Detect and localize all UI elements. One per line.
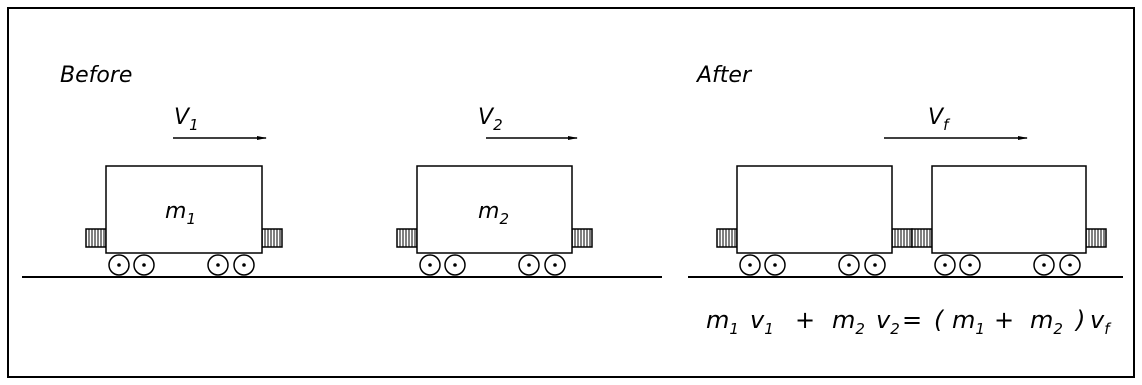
eq-term-m2: m2: [832, 306, 865, 338]
eq-equals: =: [902, 306, 922, 334]
cart-2-after-wheel-3: [1033, 254, 1055, 276]
cart-1-before-wheel-1: [108, 254, 130, 276]
cart-2-before-wheel-1: [419, 254, 441, 276]
cart-1-after-wheel-4: [864, 254, 886, 276]
cart-2-after-wheel-4: [1059, 254, 1081, 276]
cart-2-before-wheel-4-hub: [553, 263, 557, 267]
cart-1-after-wheel-1-hub: [748, 263, 752, 267]
eq-term-v2: v2: [876, 306, 900, 338]
eq-open-paren: (: [934, 306, 945, 334]
mass-label-1: m1: [165, 199, 196, 228]
cart-2-after-wheel-2-hub: [968, 263, 972, 267]
cart-1-after-wheel-2-hub: [773, 263, 777, 267]
after-heading: After: [695, 63, 753, 88]
velocity-label-final: Vf: [928, 105, 951, 134]
cart-2-after-coupler-left: [911, 228, 933, 248]
cart-1-after-coupler-right: [891, 228, 913, 248]
cart-1-after-body: [736, 165, 893, 254]
eq-rhs-plus: +: [994, 306, 1014, 334]
cart-2-after: [911, 165, 1107, 276]
cart-2-before-coupler-left: [396, 228, 418, 248]
eq-term-rhs-m1: m1: [952, 306, 985, 338]
cart-1-before-wheel-2-hub: [142, 263, 146, 267]
diagram-frame: [7, 7, 1135, 378]
cart-1-before-body: [105, 165, 263, 254]
before-heading: Before: [60, 63, 132, 88]
cart-2-after-wheel-2: [959, 254, 981, 276]
cart-1-after: [716, 165, 913, 276]
mass-label-2: m2: [478, 199, 509, 228]
cart-1-after-wheel-1: [739, 254, 761, 276]
cart-1-before-wheel-3: [207, 254, 229, 276]
eq-term-vf: vf: [1090, 306, 1112, 338]
cart-1-before-wheel-4: [233, 254, 255, 276]
eq-plus: +: [795, 306, 815, 334]
cart-2-before-wheel-2-hub: [453, 263, 457, 267]
cart-2-after-wheel-3-hub: [1042, 263, 1046, 267]
cart-1-before-wheel-1-hub: [117, 263, 121, 267]
cart-2-after-wheel-4-hub: [1068, 263, 1072, 267]
cart-2-before-wheel-3: [518, 254, 540, 276]
cart-2-after-body: [931, 165, 1087, 254]
cart-2-before-wheel-3-hub: [527, 263, 531, 267]
eq-term-m1: m1: [706, 306, 739, 338]
cart-2-after-wheel-1-hub: [943, 263, 947, 267]
cart-2-after-wheel-1: [934, 254, 956, 276]
cart-1-before-coupler-left: [85, 228, 107, 248]
cart-1-after-wheel-2: [764, 254, 786, 276]
cart-1-before: [85, 165, 283, 276]
cart-2-before-wheel-4: [544, 254, 566, 276]
eq-term-rhs-m2: m2: [1030, 306, 1063, 338]
cart-1-after-wheel-3-hub: [847, 263, 851, 267]
cart-2-after-coupler-right: [1085, 228, 1107, 248]
cart-2-before-wheel-1-hub: [428, 263, 432, 267]
cart-2-before: [396, 165, 593, 276]
momentum-equation: m1 v1 + m2 v2 = ( m1 + m2 ) vf: [706, 306, 1112, 338]
cart-2-before-wheel-2: [444, 254, 466, 276]
eq-term-v1: v1: [750, 306, 774, 338]
velocity-label-2: V2: [478, 105, 503, 134]
eq-close-paren: ): [1074, 306, 1085, 334]
cart-1-before-coupler-right: [261, 228, 283, 248]
cart-1-after-wheel-3: [838, 254, 860, 276]
cart-2-before-coupler-right: [571, 228, 593, 248]
cart-1-before-wheel-4-hub: [242, 263, 246, 267]
cart-1-before-wheel-2: [133, 254, 155, 276]
cart-2-before-body: [416, 165, 573, 254]
cart-1-before-wheel-3-hub: [216, 263, 220, 267]
velocity-label-1: V1: [174, 105, 199, 134]
cart-1-after-wheel-4-hub: [873, 263, 877, 267]
cart-1-after-coupler-left: [716, 228, 738, 248]
